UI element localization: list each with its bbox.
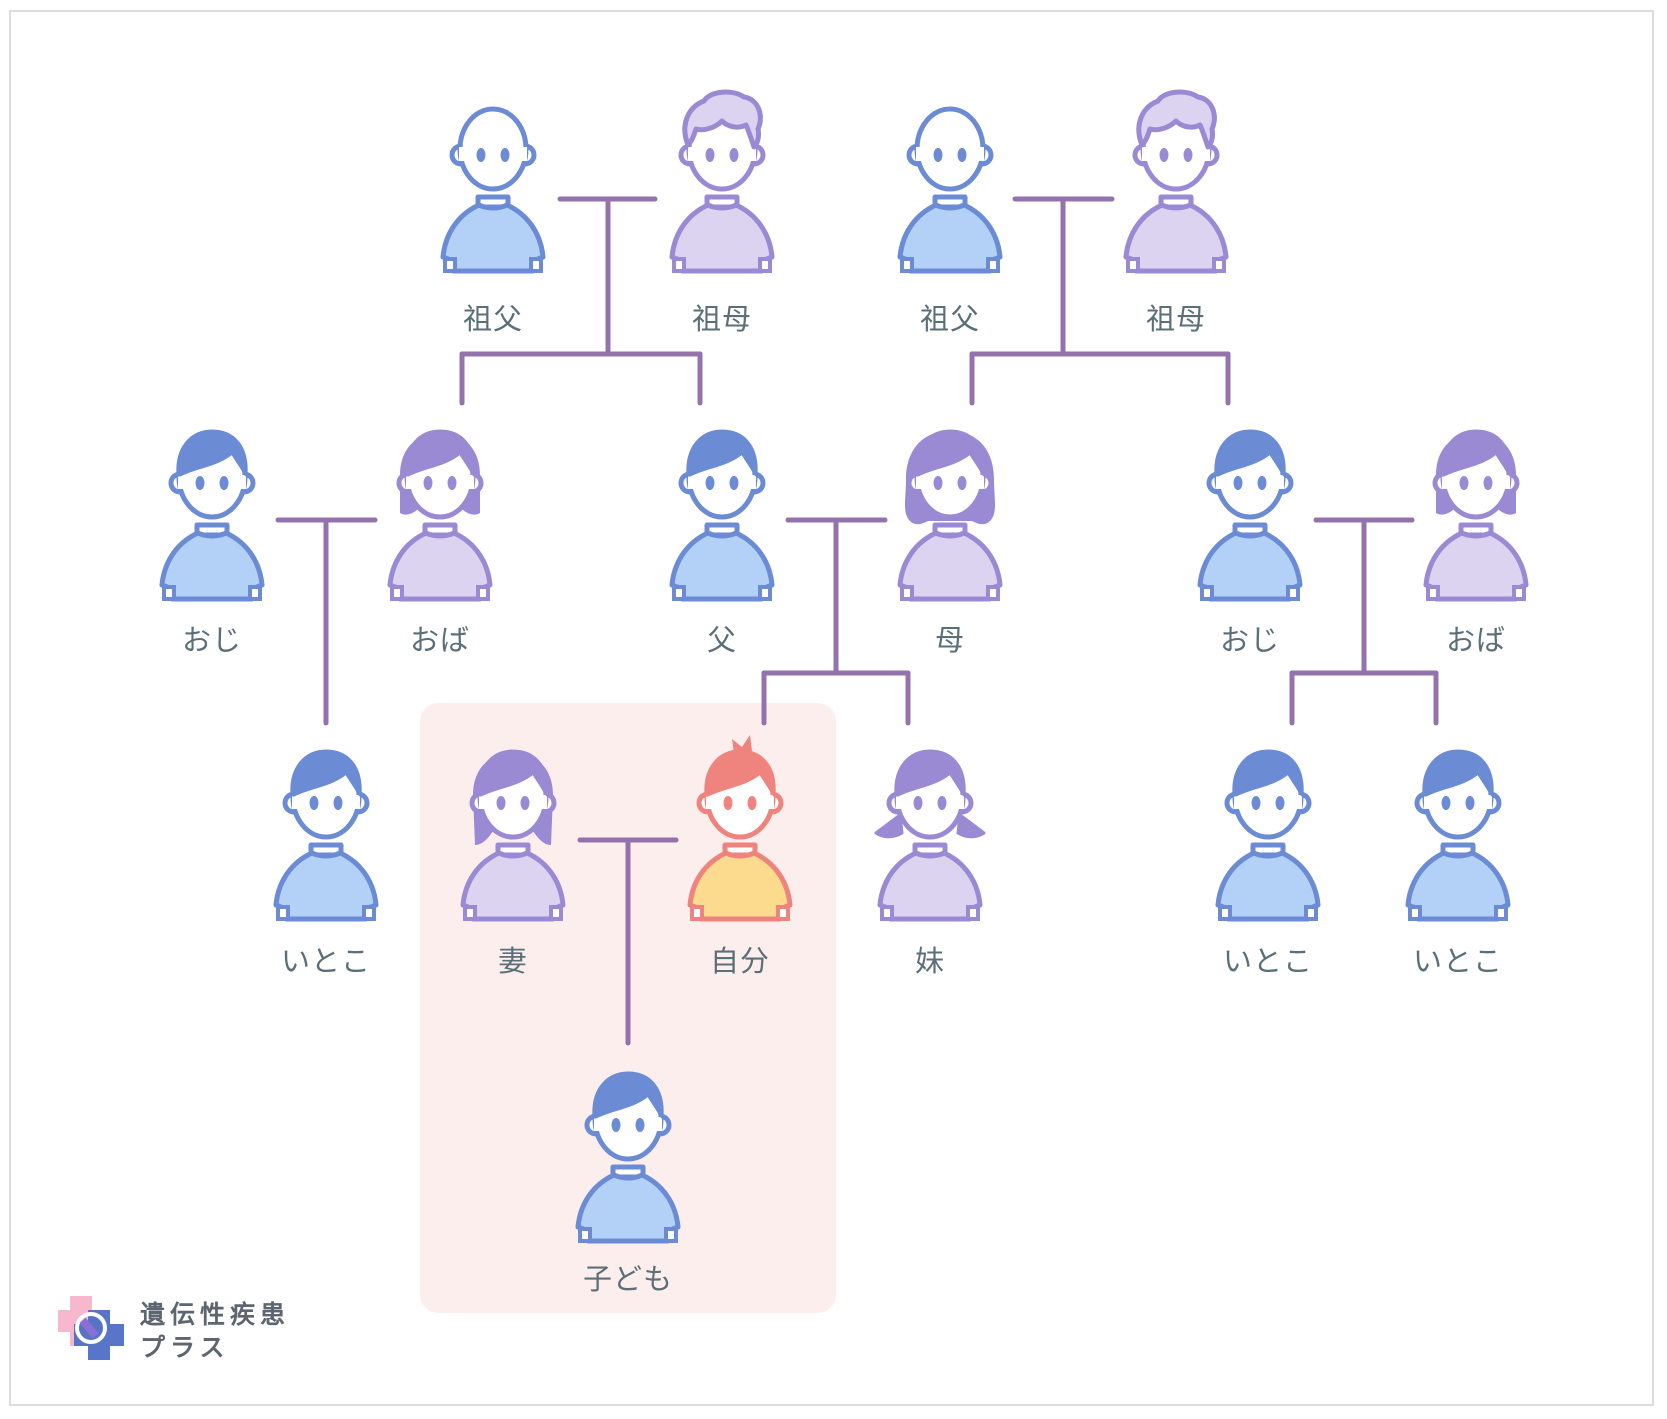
person-cousin-right-1 — [1198, 733, 1338, 933]
label-maternal-grandmother: 祖母 — [1145, 302, 1206, 336]
label-father: 父 — [706, 623, 737, 657]
male-figure-icon — [1215, 749, 1321, 922]
female-figure-icon — [1423, 429, 1529, 602]
person-paternal-uncle-in-law — [142, 413, 282, 613]
male-figure-icon — [575, 1071, 681, 1244]
label-self: 自分 — [709, 944, 770, 978]
label-maternal-grandfather: 祖父 — [919, 302, 980, 336]
male-figure-icon — [669, 429, 775, 602]
label-wife: 妻 — [497, 944, 528, 978]
person-cousin-left — [256, 733, 396, 933]
grandpa-figure-icon — [897, 106, 1003, 274]
person-mother — [880, 413, 1020, 613]
person-self — [670, 733, 810, 933]
female-figure-icon — [387, 429, 493, 602]
person-maternal-uncle — [1180, 413, 1320, 613]
label-mother: 母 — [934, 623, 965, 657]
label-younger-sister: 妹 — [914, 944, 945, 978]
label-paternal-grandmother: 祖母 — [691, 302, 752, 336]
person-father — [652, 413, 792, 613]
grandma-figure-icon — [669, 89, 775, 274]
male-figure-icon — [273, 749, 379, 922]
male-figure-icon — [1197, 429, 1303, 602]
person-wife — [443, 733, 583, 933]
brand-line-2: プラス — [140, 1333, 230, 1362]
person-cousin-right-2 — [1388, 733, 1528, 933]
person-paternal-aunt — [370, 413, 510, 613]
label-maternal-aunt-in-law: おば — [1445, 623, 1506, 657]
grandpa-figure-icon — [440, 106, 546, 274]
person-maternal-aunt-in-law — [1406, 413, 1546, 613]
person-younger-sister — [860, 733, 1000, 933]
brand-name: 遺伝性疾患 プラス — [140, 1298, 290, 1364]
label-cousin-left: いとこ — [280, 944, 371, 978]
person-child — [558, 1055, 698, 1255]
label-paternal-aunt: おば — [409, 623, 470, 657]
self-figure-icon — [687, 735, 793, 922]
brand-line-1: 遺伝性疾患 — [140, 1300, 291, 1329]
person-paternal-grandmother — [652, 85, 792, 285]
grandma-figure-icon — [1123, 89, 1229, 274]
label-cousin-right-2: いとこ — [1412, 944, 1503, 978]
person-maternal-grandmother — [1106, 85, 1246, 285]
label-paternal-uncle-in-law: おじ — [181, 623, 242, 657]
medical-cross-dna-icon — [58, 1296, 124, 1360]
male-figure-icon — [159, 429, 265, 602]
label-cousin-right-1: いとこ — [1222, 944, 1313, 978]
label-paternal-grandfather: 祖父 — [462, 302, 523, 336]
label-child: 子ども — [582, 1262, 673, 1296]
label-maternal-uncle: おじ — [1219, 623, 1280, 657]
person-paternal-grandfather — [423, 85, 563, 285]
male-figure-icon — [1405, 749, 1511, 922]
wife-figure-icon — [460, 749, 566, 922]
person-maternal-grandfather — [880, 85, 1020, 285]
girl-figure-icon — [874, 749, 986, 922]
mother-figure-icon — [897, 429, 1003, 602]
